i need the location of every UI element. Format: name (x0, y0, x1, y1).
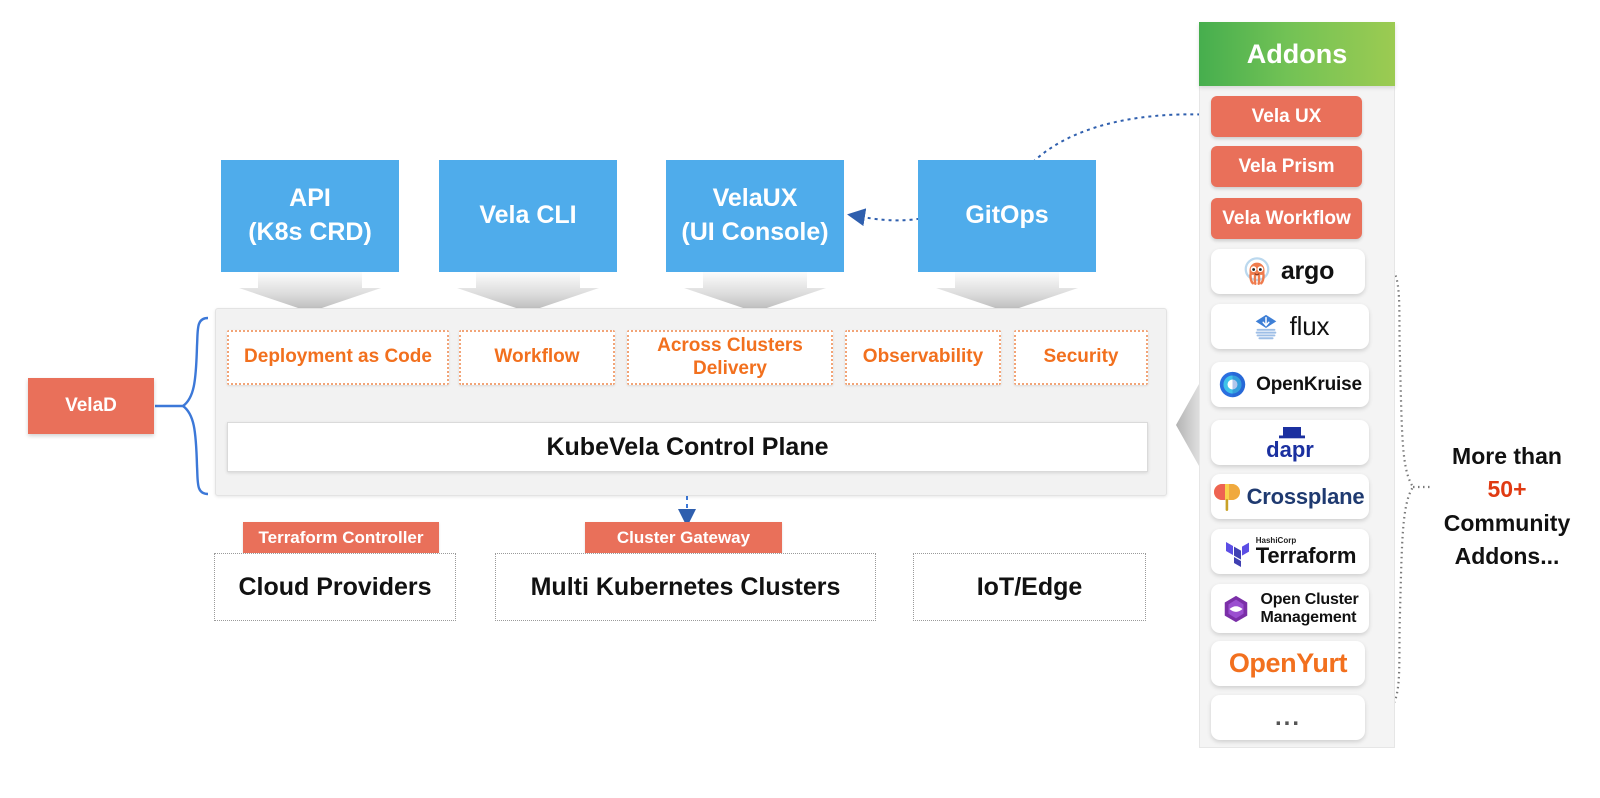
capability-card-observability[interactable]: Observability (845, 330, 1001, 385)
addon-label-terraform: Terraform (1255, 542, 1357, 568)
capability-label: Workflow (494, 346, 580, 368)
terraform-icon (1225, 541, 1249, 567)
badge-label: Cluster Gateway (616, 527, 751, 547)
interface-velaux-line2: (UI Console) (681, 218, 829, 246)
addon-pill-vela-workflow[interactable]: Vela Workflow (1211, 198, 1362, 239)
addon-card-open-cluster-management[interactable]: Open Cluster Management (1211, 584, 1369, 633)
capability-label: Observability (862, 346, 984, 368)
community-note-line4: Addons... (1454, 543, 1560, 570)
addon-card-flux[interactable]: flux (1211, 304, 1369, 349)
infra-label: Multi Kubernetes Clusters (530, 572, 841, 601)
addon-card-openyurt[interactable]: OpenYurt (1211, 641, 1365, 686)
addon-label-argo: argo (1280, 257, 1335, 285)
openkruise-icon (1219, 371, 1246, 398)
addon-sublabel-terraform: HashiCorp (1255, 535, 1297, 545)
community-note-highlight: 50+ (1487, 476, 1527, 503)
addon-pill-vela-prism[interactable]: Vela Prism (1211, 146, 1362, 187)
velad-text: VelaD (65, 395, 117, 416)
capability-label: Across Clusters (657, 334, 803, 356)
addon-pill-label: Vela Workflow (1222, 207, 1351, 229)
capability-label: Deployment as Code (244, 346, 432, 368)
addon-card-openkruise[interactable]: OpenKruise (1211, 362, 1369, 407)
infra-label: Cloud Providers (238, 572, 432, 601)
interface-box-vela-cli[interactable]: Vela CLI (439, 160, 617, 272)
addons-panel-header: Addons (1199, 22, 1395, 86)
addon-label-ocm-line1: Open Cluster (1260, 590, 1359, 608)
addon-card-more[interactable]: ... (1211, 695, 1365, 740)
addon-label-ocm-line2: Management (1260, 608, 1357, 626)
capability-label: Security (1043, 346, 1119, 368)
addon-pill-label: Vela UX (1251, 105, 1322, 127)
svg-text:dapr: dapr (1266, 437, 1314, 462)
crossplane-icon (1213, 483, 1240, 511)
flux-icon (1255, 314, 1277, 339)
infra-box-iot-edge[interactable]: IoT/Edge (913, 553, 1146, 621)
addon-pill-label: Vela Prism (1238, 155, 1335, 177)
capability-card-security[interactable]: Security (1014, 330, 1148, 385)
addon-card-crossplane[interactable]: Crossplane (1211, 474, 1369, 519)
badge-cluster-gateway[interactable]: Cluster Gateway (585, 522, 782, 553)
interface-box-velaux[interactable]: VelaUX (UI Console) (666, 160, 844, 272)
argo-icon (1244, 256, 1270, 285)
velad-label[interactable]: VelaD (28, 378, 154, 434)
ocm-icon (1225, 595, 1248, 622)
addon-label-openyurt: OpenYurt (1228, 648, 1348, 678)
addon-label-more: ... (1274, 703, 1301, 731)
flow-arrow-down-group (239, 272, 1078, 312)
interface-api-line1: API (289, 184, 331, 213)
control-plane-label: KubeVela Control Plane (546, 432, 829, 461)
interface-gitops-line1: GitOps (965, 201, 1049, 230)
addon-label-flux: flux (1289, 311, 1330, 341)
addon-card-dapr[interactable]: dapr (1211, 420, 1369, 465)
capability-card-deployment-as-code[interactable]: Deployment as Code (227, 330, 449, 385)
addon-label-crossplane: Crossplane (1246, 483, 1365, 509)
addon-card-terraform[interactable]: HashiCorp Terraform (1211, 529, 1369, 574)
addon-card-argo[interactable]: argo (1211, 249, 1365, 294)
interface-velaux-line1: VelaUX (712, 184, 798, 213)
interface-api-line2: (K8s CRD) (248, 218, 372, 246)
community-note-line3: Community (1443, 509, 1571, 536)
capability-card-workflow[interactable]: Workflow (459, 330, 615, 385)
velad-brace (180, 316, 209, 496)
interface-box-api[interactable]: API (K8s CRD) (221, 160, 399, 272)
community-note-line1: More than (1452, 443, 1562, 469)
addon-pill-vela-ux[interactable]: Vela UX (1211, 96, 1362, 137)
interface-vela-cli-line1: Vela CLI (479, 201, 577, 230)
interface-box-gitops[interactable]: GitOps (918, 160, 1096, 272)
infra-label: IoT/Edge (976, 572, 1083, 601)
badge-label: Terraform Controller (258, 527, 424, 547)
kubevela-control-plane[interactable]: KubeVela Control Plane (227, 422, 1148, 472)
addons-title: Addons (1246, 38, 1348, 69)
dapr-icon: dapr (1266, 426, 1314, 462)
infra-box-multi-kubernetes-clusters[interactable]: Multi Kubernetes Clusters (495, 553, 876, 621)
capability-label-line2: Delivery (693, 357, 767, 379)
addon-label-openkruise: OpenKruise (1256, 373, 1362, 395)
capability-card-across-clusters-delivery[interactable]: Across Clusters Delivery (627, 330, 833, 385)
infra-box-cloud-providers[interactable]: Cloud Providers (214, 553, 456, 621)
community-addons-note: More than 50+ Community Addons... (1432, 440, 1582, 573)
badge-terraform-controller[interactable]: Terraform Controller (243, 522, 439, 553)
gitops-to-vela-ux-addon-connector (1032, 113, 1216, 163)
